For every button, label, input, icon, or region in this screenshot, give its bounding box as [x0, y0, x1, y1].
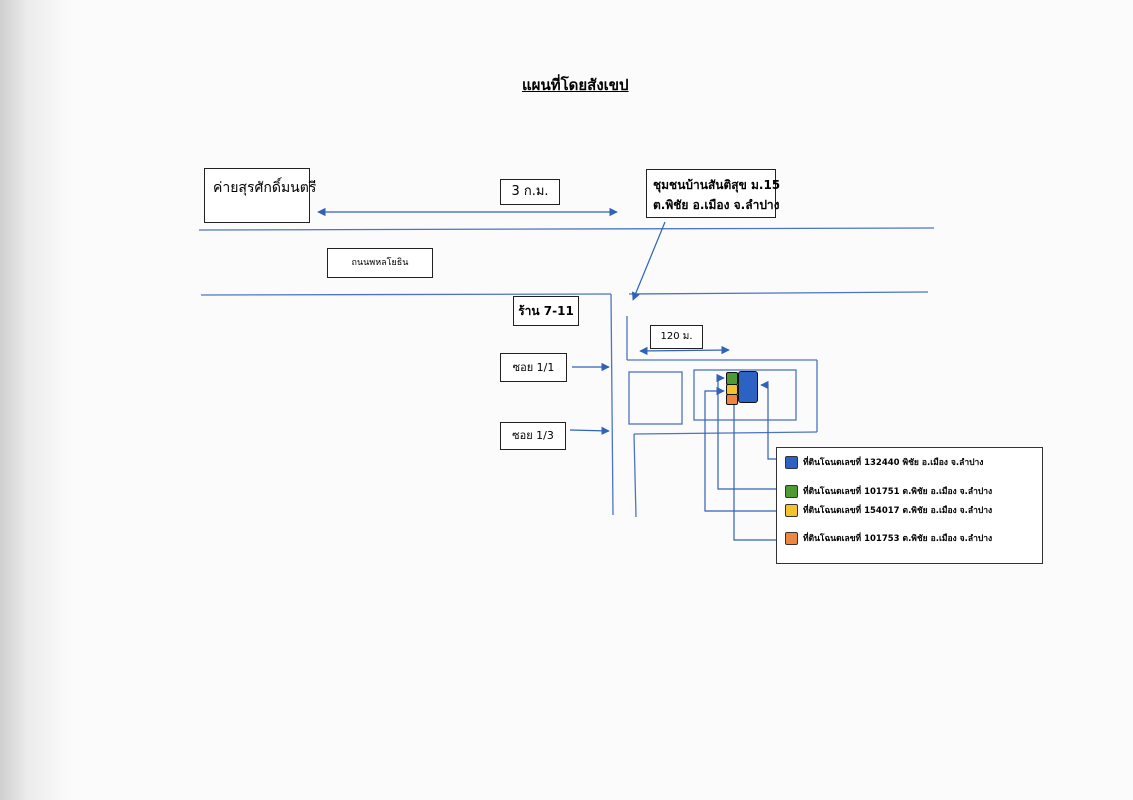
legend-swatch [785, 503, 798, 517]
legend: ที่ดินโฉนดเลขที่ 132440 พิชัย อ.เมือง จ.… [776, 447, 1043, 564]
legend-swatch [785, 531, 798, 545]
leader-blue [760, 380, 780, 460]
soi-1-3-label: ซอย 1/3 [500, 422, 566, 450]
main-road-bottom-edge [200, 293, 612, 296]
plot-block-west [628, 371, 683, 425]
distance-120m-label: 120 ม. [650, 325, 703, 349]
legend-text: ที่ดินโฉนดเลขที่ 154017 ต.พิชัย อ.เมือง … [803, 506, 993, 516]
legend-text: ที่ดินโฉนดเลขที่ 132440 พิชัย อ.เมือง จ.… [803, 458, 984, 468]
plot-block-east [693, 369, 797, 421]
lane-1-3-top-edge [633, 431, 818, 435]
legend-item: ที่ดินโฉนดเลขที่ 101751 ต.พิชัย อ.เมือง … [785, 484, 992, 498]
distance-3km-label: 3 ก.ม. [500, 179, 560, 205]
legend-item: ที่ดินโฉนดเลขที่ 154017 ต.พิชัย อ.เมือง … [785, 503, 992, 517]
soi-1-1-label: ซอย 1/1 [500, 353, 567, 382]
legend-text: ที่ดินโฉนดเลขที่ 101751 ต.พิชัย อ.เมือง … [803, 487, 993, 497]
leader-orange [733, 404, 777, 541]
community-label-line2: ต.พิชัย อ.เมือง จ.ลำปาง [653, 198, 780, 212]
legend-item: ที่ดินโฉนดเลขที่ 132440 พิชัย อ.เมือง จ.… [785, 455, 983, 469]
legend-swatch [785, 455, 798, 469]
shop-7-11-label: ร้าน 7-11 [513, 296, 579, 326]
legend-text: ที่ดินโฉนดเลขที่ 101753 ต.พิชัย อ.เมือง … [803, 534, 993, 544]
soi-west-edge [610, 293, 614, 516]
soi-east-edge-lower [633, 433, 637, 518]
main-road-bottom-edge-east [628, 291, 929, 295]
camp-label: ค่ายสุรศักดิ์มนตรี [204, 168, 316, 223]
leader-green [716, 373, 780, 490]
road-name-label: ถนนพหลโยธิน [327, 248, 433, 278]
arrow-community [631, 221, 666, 301]
main-road-top-edge [198, 227, 935, 231]
leader-yellow [704, 386, 780, 512]
community-label: ชุมชนบ้านสันติสุข ม.15 ต.พิชัย อ.เมือง จ… [646, 169, 781, 218]
parcel-132440 [738, 371, 758, 403]
community-label-line1: ชุมชนบ้านสันติสุข ม.15 [653, 178, 781, 192]
legend-swatch [785, 484, 798, 498]
scan-shadow [0, 0, 70, 800]
parcel-101753 [726, 394, 738, 405]
map-title: แผนที่โดยสังเขป [522, 76, 629, 94]
arrow-120m [639, 345, 730, 356]
legend-item: ที่ดินโฉนดเลขที่ 101753 ต.พิชัย อ.เมือง … [785, 531, 992, 545]
arrow-soi-1-3 [569, 426, 610, 436]
